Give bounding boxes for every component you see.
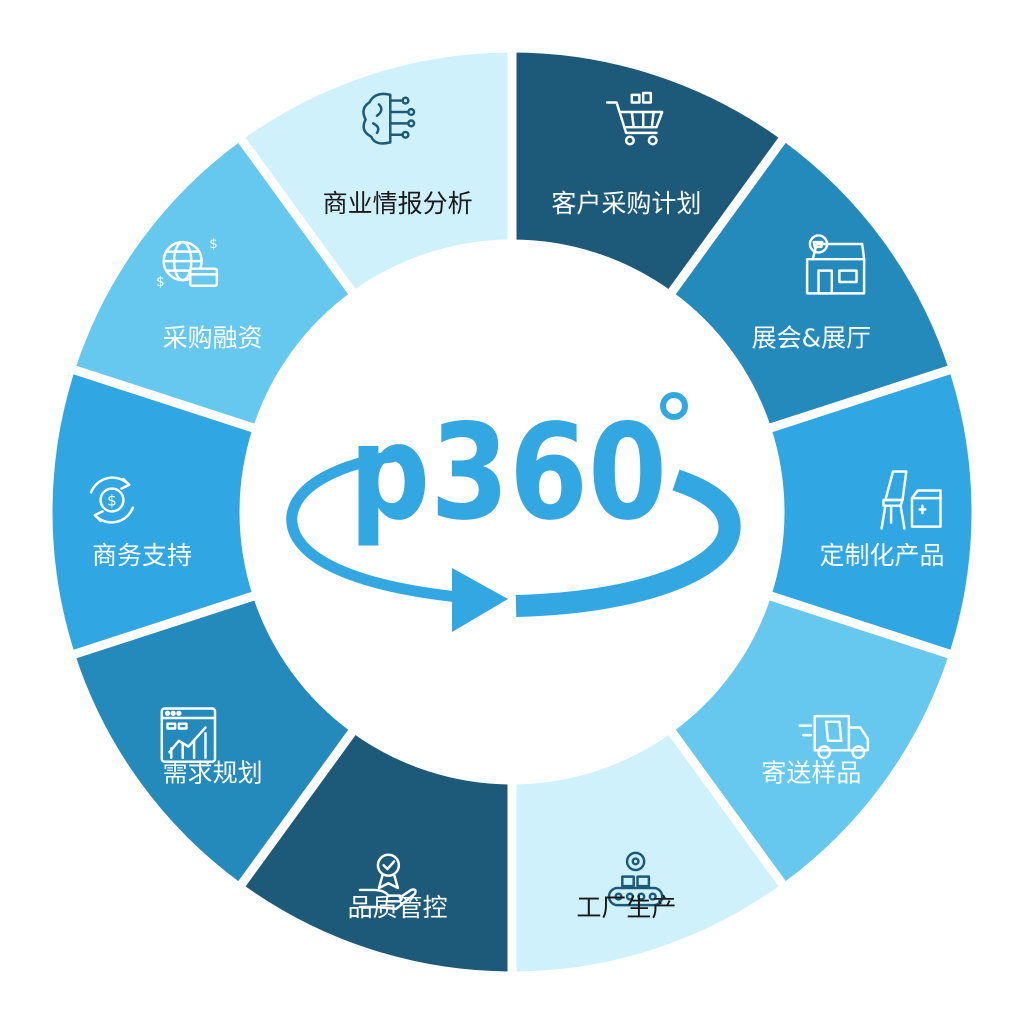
segment-label-2: 展会&展厅 — [752, 324, 872, 353]
shop-building-icon — [805, 234, 866, 295]
logo-orbit-arc — [286, 451, 464, 603]
svg-text:$: $ — [107, 492, 117, 510]
segment-label-3: 定制化产品 — [819, 541, 944, 570]
segment-label-7: 需求规划 — [163, 758, 263, 787]
segment-2 — [663, 130, 959, 435]
chair-box-icon — [880, 470, 942, 530]
segment-label-1: 客户采购计划 — [551, 189, 701, 218]
globe-card-icon: $$ — [156, 237, 219, 290]
dollar-cycle-icon: $ — [89, 476, 135, 524]
segment-label-4: 寄送样品 — [761, 758, 861, 787]
factory-conveyor-icon — [607, 851, 664, 907]
segment-label-9: 采购融资 — [163, 324, 263, 353]
segment-10 — [232, 43, 517, 302]
svg-text:$: $ — [209, 237, 217, 252]
chart-window-icon — [160, 707, 217, 763]
segment-6 — [232, 722, 517, 981]
segment-label-8: 商务支持 — [92, 541, 192, 570]
segment-1 — [507, 43, 792, 302]
segment-3 — [761, 362, 981, 662]
brain-circuit-icon — [362, 92, 416, 145]
logo-degree-symbol — [660, 392, 688, 420]
delivery-truck-icon — [798, 714, 870, 760]
segment-label-10: 商业情报分析 — [323, 189, 473, 218]
segment-8 — [43, 362, 263, 662]
wheel-icons: $$$ — [89, 91, 942, 911]
segment-4 — [663, 589, 959, 894]
svg-text:$: $ — [156, 275, 164, 290]
segment-7 — [65, 589, 361, 894]
wheel-segments — [43, 43, 981, 981]
segment-label-5: 工厂生产 — [576, 893, 676, 922]
shopping-cart-icon — [605, 91, 664, 146]
p360-logo: p360 — [286, 392, 741, 632]
segment-5 — [507, 722, 792, 981]
segment-label-6: 品质管控 — [348, 893, 448, 922]
logo-orbit-arc-right — [515, 469, 741, 617]
logo-text: p360 — [349, 396, 667, 550]
logo-arrow-head — [452, 568, 508, 632]
quality-badge-hand-icon — [358, 853, 417, 911]
